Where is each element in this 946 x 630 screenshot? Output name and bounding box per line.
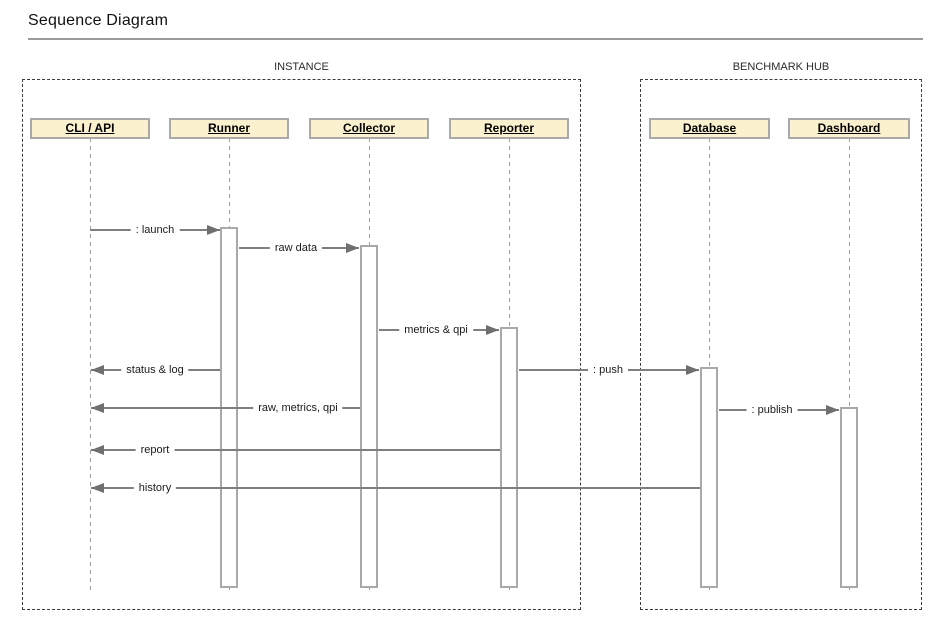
page-title: Sequence Diagram bbox=[28, 12, 169, 29]
arrowhead-icon bbox=[91, 445, 104, 455]
message-line-9 bbox=[91, 487, 700, 489]
group-frame-benchmark-hub bbox=[640, 79, 922, 610]
arrowhead-icon bbox=[91, 483, 104, 493]
participant-box-dashboard: Dashboard bbox=[788, 118, 910, 139]
message-label-9: history bbox=[133, 481, 177, 495]
lifeline-cli-api bbox=[90, 138, 91, 594]
participant-box-reporter: Reporter bbox=[449, 118, 569, 139]
activation-bar-reporter bbox=[500, 327, 518, 588]
message-label-1: : launch bbox=[130, 223, 180, 237]
activation-bar-dashboard bbox=[840, 407, 858, 588]
message-label-6: raw, metrics, qpi bbox=[253, 401, 343, 415]
activation-bar-collector bbox=[360, 245, 378, 588]
arrowhead-icon bbox=[91, 403, 104, 413]
message-label-8: report bbox=[135, 443, 175, 457]
message-line-8 bbox=[91, 449, 500, 451]
activation-bar-database bbox=[700, 367, 718, 588]
message-label-2: raw data bbox=[269, 241, 323, 255]
title-rule bbox=[28, 38, 923, 40]
lifeline-dashboard bbox=[849, 138, 850, 594]
group-label-instance: INSTANCE bbox=[274, 61, 329, 73]
arrowhead-icon bbox=[826, 405, 839, 415]
message-label-7: : publish bbox=[746, 403, 798, 417]
arrowhead-icon bbox=[346, 243, 359, 253]
message-label-4: status & log bbox=[121, 363, 189, 377]
participant-box-cli-api: CLI / API bbox=[30, 118, 150, 139]
participant-box-runner: Runner bbox=[169, 118, 289, 139]
arrowhead-icon bbox=[486, 325, 499, 335]
arrowhead-icon bbox=[686, 365, 699, 375]
participant-box-collector: Collector bbox=[309, 118, 429, 139]
message-label-5: : push bbox=[588, 363, 628, 377]
arrowhead-icon bbox=[207, 225, 220, 235]
message-line-6 bbox=[91, 407, 360, 409]
arrowhead-icon bbox=[91, 365, 104, 375]
message-label-3: metrics & qpi bbox=[399, 323, 473, 337]
group-label-benchmark-hub: BENCHMARK HUB bbox=[732, 61, 830, 73]
lifeline-database bbox=[709, 138, 710, 594]
participant-box-database: Database bbox=[649, 118, 770, 139]
group-frame-instance bbox=[22, 79, 581, 610]
